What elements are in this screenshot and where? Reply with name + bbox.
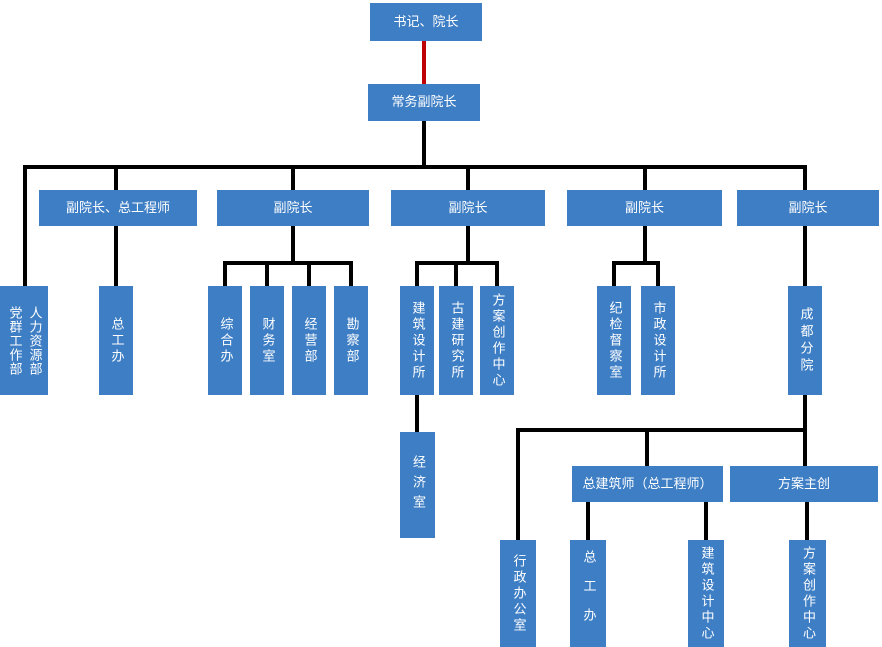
connector-drop-business-dept [307, 261, 311, 286]
node-party-mass-hr-group: 党群工作部 人力资源部 [0, 286, 48, 395]
connector-drop-branch-chief-eng-office [586, 502, 590, 540]
node-business-dept: 经营部 [292, 286, 326, 395]
connector-execvp-down [422, 121, 426, 169]
connector-vp3-down [643, 226, 647, 265]
connector-drop-party-mass-hr [23, 165, 27, 286]
connector-vpce-to-chief-eng-office [114, 226, 118, 286]
node-chief-architect: 总建筑师（总工程师） [572, 466, 723, 502]
node-discipline-inspection: 纪检督察室 [597, 286, 631, 395]
connector-vp4-to-chengdu-branch [803, 226, 807, 286]
node-secretary-president: 书记、院长 [370, 3, 482, 41]
connector-vp3-bus [612, 261, 660, 265]
node-vp-1: 副院长 [217, 190, 369, 226]
node-branch-chief-eng-office: 总工办 [570, 540, 606, 647]
node-general-office: 综合办 [208, 286, 242, 395]
connector-drop-municipal-design [656, 261, 660, 286]
connector-secretary-to-execvp [422, 41, 426, 84]
connector-drop-chief-architect [645, 428, 649, 466]
connector-drop-finance-office [265, 261, 269, 286]
node-arch-design-institute: 建筑设计所 [400, 286, 434, 395]
connector-drop-survey-dept [349, 261, 353, 286]
node-survey-dept: 勘察部 [334, 286, 368, 395]
connector-vp2-down [466, 226, 470, 265]
connector-drop-discipline-inspection [612, 261, 616, 286]
connector-chengdu-bus [516, 428, 807, 432]
node-arch-design-center: 建筑设计中心 [688, 540, 724, 647]
node-party-mass-dept-label: 党群工作部 [7, 305, 23, 376]
node-scheme-creation-center: 方案创作中心 [480, 286, 514, 395]
node-vp-4: 副院长 [737, 190, 879, 226]
connector-drop-vp1 [291, 165, 295, 190]
connector-drop-ancient-arch-institute [454, 261, 458, 286]
connector-main-horizontal [23, 165, 807, 169]
connector-vp1-down [291, 226, 295, 265]
connector-arch-institute-to-economy-office [415, 395, 419, 432]
node-vp-2: 副院长 [391, 190, 545, 226]
node-finance-office: 财务室 [250, 286, 284, 395]
connector-drop-branch-scheme-center [805, 502, 809, 540]
connector-drop-general-office [223, 261, 227, 286]
node-municipal-design-institute: 市政设计所 [641, 286, 675, 395]
connector-drop-vp-chief-engineer [114, 165, 118, 190]
node-chengdu-branch: 成都分院 [788, 286, 822, 395]
node-ancient-arch-institute: 古建研究所 [439, 286, 473, 395]
connector-vp1-bus [223, 261, 353, 265]
connector-drop-vp4 [803, 165, 807, 190]
node-chief-eng-office: 总工办 [99, 286, 133, 395]
connector-drop-admin-office [516, 428, 520, 540]
node-admin-office: 行政办公室 [500, 540, 536, 647]
node-hr-dept-label: 人力资源部 [27, 305, 43, 376]
connector-drop-vp3 [643, 165, 647, 190]
node-branch-scheme-center: 方案创作中心 [789, 540, 826, 647]
node-exec-vice-president: 常务副院长 [368, 84, 480, 121]
connector-drop-vp2 [466, 165, 470, 190]
connector-drop-arch-design-center [704, 502, 708, 540]
node-economy-office: 经济室 [400, 432, 435, 538]
node-vp-3: 副院长 [567, 190, 722, 226]
node-vp-chief-engineer: 副院长、总工程师 [39, 190, 197, 226]
connector-drop-scheme-creation-center [495, 261, 499, 286]
connector-drop-arch-design-institute [415, 261, 419, 286]
node-scheme-lead: 方案主创 [730, 466, 878, 502]
